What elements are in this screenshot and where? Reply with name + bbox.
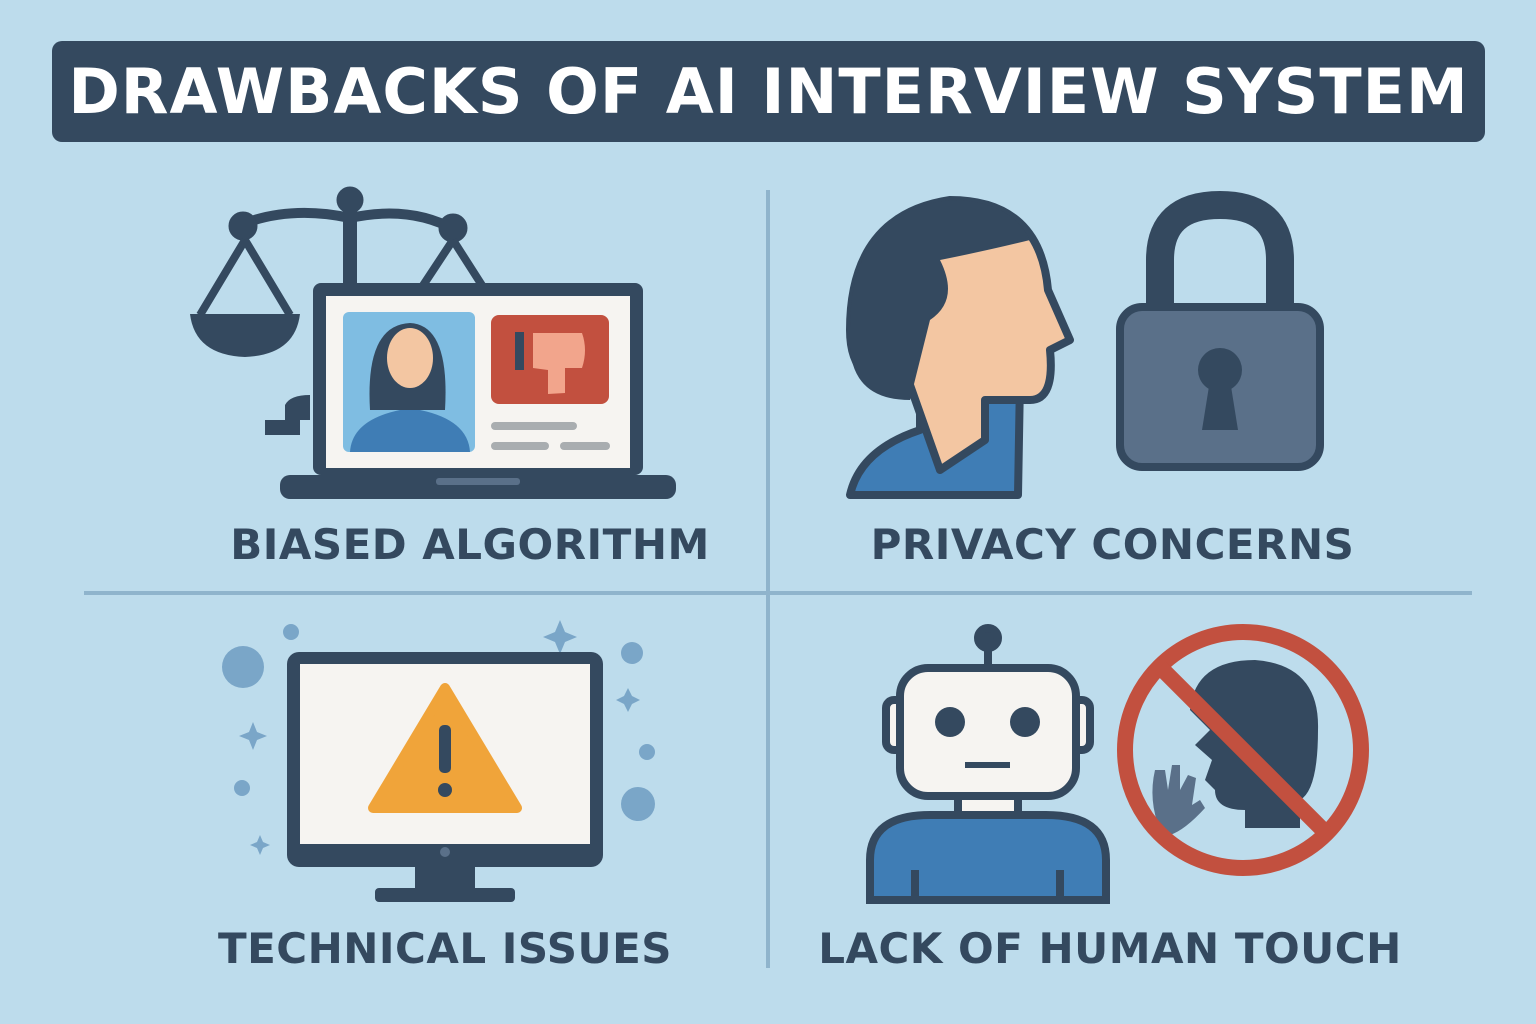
padlock-icon [1116, 190, 1324, 471]
panel-label-biased-algorithm: BIASED ALGORITHM [230, 520, 710, 569]
laptop-icon [280, 283, 676, 499]
panel-label-privacy-concerns: PRIVACY CONCERNS [870, 520, 1355, 569]
panel-label-lack-of-human-touch: LACK OF HUMAN TOUCH [818, 924, 1402, 973]
person-profile-icon [846, 196, 1074, 499]
monitor-icon [287, 652, 603, 902]
scales-icon [190, 186, 489, 435]
page-title: DRAWBACKS OF AI INTERVIEW SYSTEM [68, 55, 1469, 128]
dividers [84, 190, 1472, 968]
title-banner: DRAWBACKS OF AI INTERVIEW SYSTEM [52, 41, 1485, 142]
no-human-icon [1117, 624, 1369, 876]
sparkle-decorations [222, 620, 655, 855]
robot-icon [866, 624, 1110, 904]
panel-label-technical-issues: TECHNICAL ISSUES [217, 924, 673, 973]
